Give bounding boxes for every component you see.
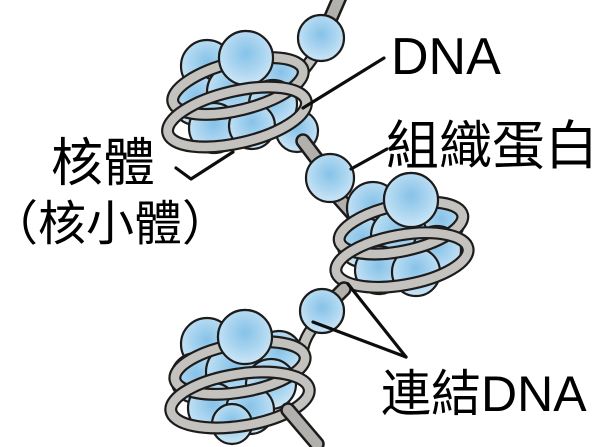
nucleosome-cluster-middle [329, 171, 475, 298]
histone-ball [382, 171, 440, 229]
label-nucleosome: 核體 [51, 135, 155, 193]
dna-wrap-loop-lower [329, 226, 475, 294]
histone-sphere-top [296, 13, 346, 63]
leader-line-linker-upper [346, 282, 408, 359]
leader-line-linker-lower [311, 320, 408, 359]
leader-line-histone [349, 147, 389, 171]
label-dna: DNA [391, 28, 501, 86]
leader-line-dna [301, 56, 386, 110]
histone-ball [217, 29, 275, 87]
nucleosome-cluster-bottom [164, 308, 316, 446]
histone-sphere-labeled [304, 152, 356, 204]
dna-wrap-loop-lower [164, 365, 316, 435]
label-nucleosome-alt: （核小體） [0, 198, 230, 251]
histone-sphere-chain-2 [298, 287, 346, 335]
leader-line-nucleosome [174, 150, 235, 181]
labels: DNA 組織蛋白 核體 （核小體） 連結DNA [0, 28, 598, 422]
histone-ball [216, 308, 274, 366]
leader-lines [174, 56, 408, 359]
label-linker-dna: 連結DNA [381, 366, 587, 422]
nucleosome-cluster-top [161, 29, 313, 155]
label-histone-protein: 組織蛋白 [386, 117, 598, 176]
bottom-linker-dna-rod [280, 402, 325, 447]
dna-wrap-loop-lower [161, 80, 313, 154]
